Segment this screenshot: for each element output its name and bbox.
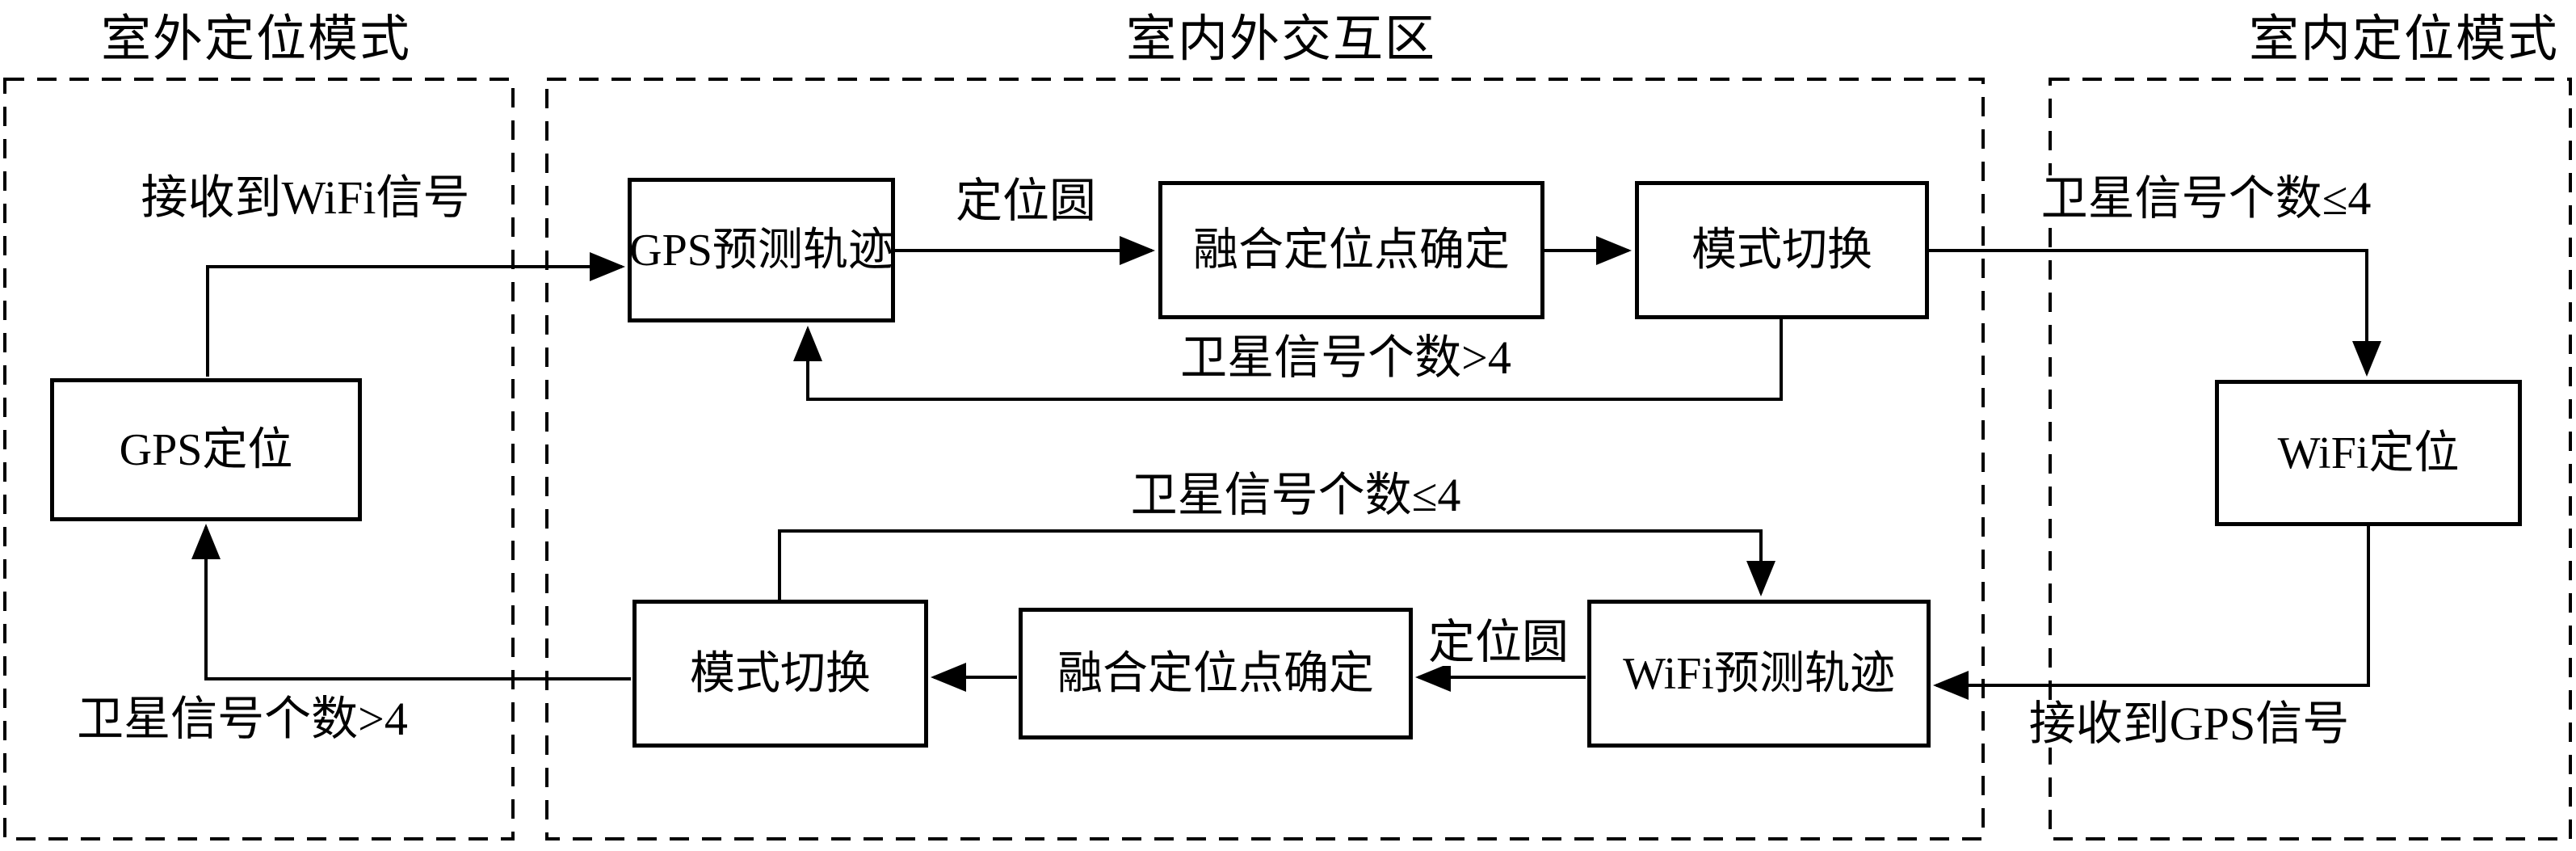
node-mode-switch-bottom: 模式切换 <box>632 600 928 748</box>
node-mode-switch-bottom-label: 模式切换 <box>690 648 871 699</box>
edge-label-positioning-circle-bottom: 定位圆 <box>1424 619 1573 666</box>
edge-label-receive-wifi-signal: 接收到WiFi信号 <box>137 175 473 221</box>
zone-interaction-border <box>545 78 1985 840</box>
node-fusion-point-bottom-label: 融合定位点确定 <box>1057 648 1374 699</box>
node-gps-positioning-label: GPS定位 <box>119 424 293 475</box>
node-gps-predicted-track-label: GPS预测轨迹 <box>629 225 893 276</box>
connector-gpsloc-to-gpspredict <box>206 252 625 377</box>
zone-title-interaction: 室内外交互区 <box>1125 12 1437 67</box>
node-mode-switch-top: 模式切换 <box>1635 181 1929 319</box>
edge-label-satellite-le4-middle: 卫星信号个数≤4 <box>1127 472 1464 519</box>
connector-wifiloc-to-wifipredict <box>1933 526 2370 700</box>
connector-switchtop-to-wifiloc <box>1929 249 2381 377</box>
node-gps-positioning: GPS定位 <box>50 378 362 521</box>
node-mode-switch-top-label: 模式切换 <box>1691 225 1872 276</box>
zone-title-outdoor: 室外定位模式 <box>100 12 412 67</box>
zone-indoor-border <box>2049 78 2572 840</box>
node-wifi-predicted-track-label: WiFi预测轨迹 <box>1623 648 1895 699</box>
node-fusion-point-top-label: 融合定位点确定 <box>1193 225 1510 276</box>
edge-label-satellite-le4-right: 卫星信号个数≤4 <box>2037 175 2375 222</box>
edge-label-positioning-circle-top: 定位圆 <box>952 178 1100 225</box>
node-fusion-point-bottom: 融合定位点确定 <box>1019 608 1413 739</box>
node-wifi-positioning-label: WiFi定位 <box>2277 428 2460 478</box>
edge-label-receive-gps-signal: 接收到GPS信号 <box>2025 701 2353 748</box>
connector-switchbottom-feedback-wifipredict <box>778 529 1775 600</box>
zone-title-indoor: 室内定位模式 <box>2248 12 2560 67</box>
edge-label-satellite-gt4-top: 卫星信号个数>4 <box>1177 335 1515 381</box>
node-wifi-predicted-track: WiFi预测轨迹 <box>1587 600 1931 748</box>
node-fusion-point-top: 融合定位点确定 <box>1158 181 1544 319</box>
connector-switchbottom-to-gpsloc <box>191 524 631 680</box>
zone-outdoor-border <box>3 78 515 840</box>
node-gps-predicted-track: GPS预测轨迹 <box>628 178 895 322</box>
edge-label-satellite-gt4-bottom: 卫星信号个数>4 <box>74 696 411 743</box>
node-wifi-positioning: WiFi定位 <box>2215 380 2522 526</box>
connector-switchtop-feedback-gpspredict <box>793 319 1783 401</box>
